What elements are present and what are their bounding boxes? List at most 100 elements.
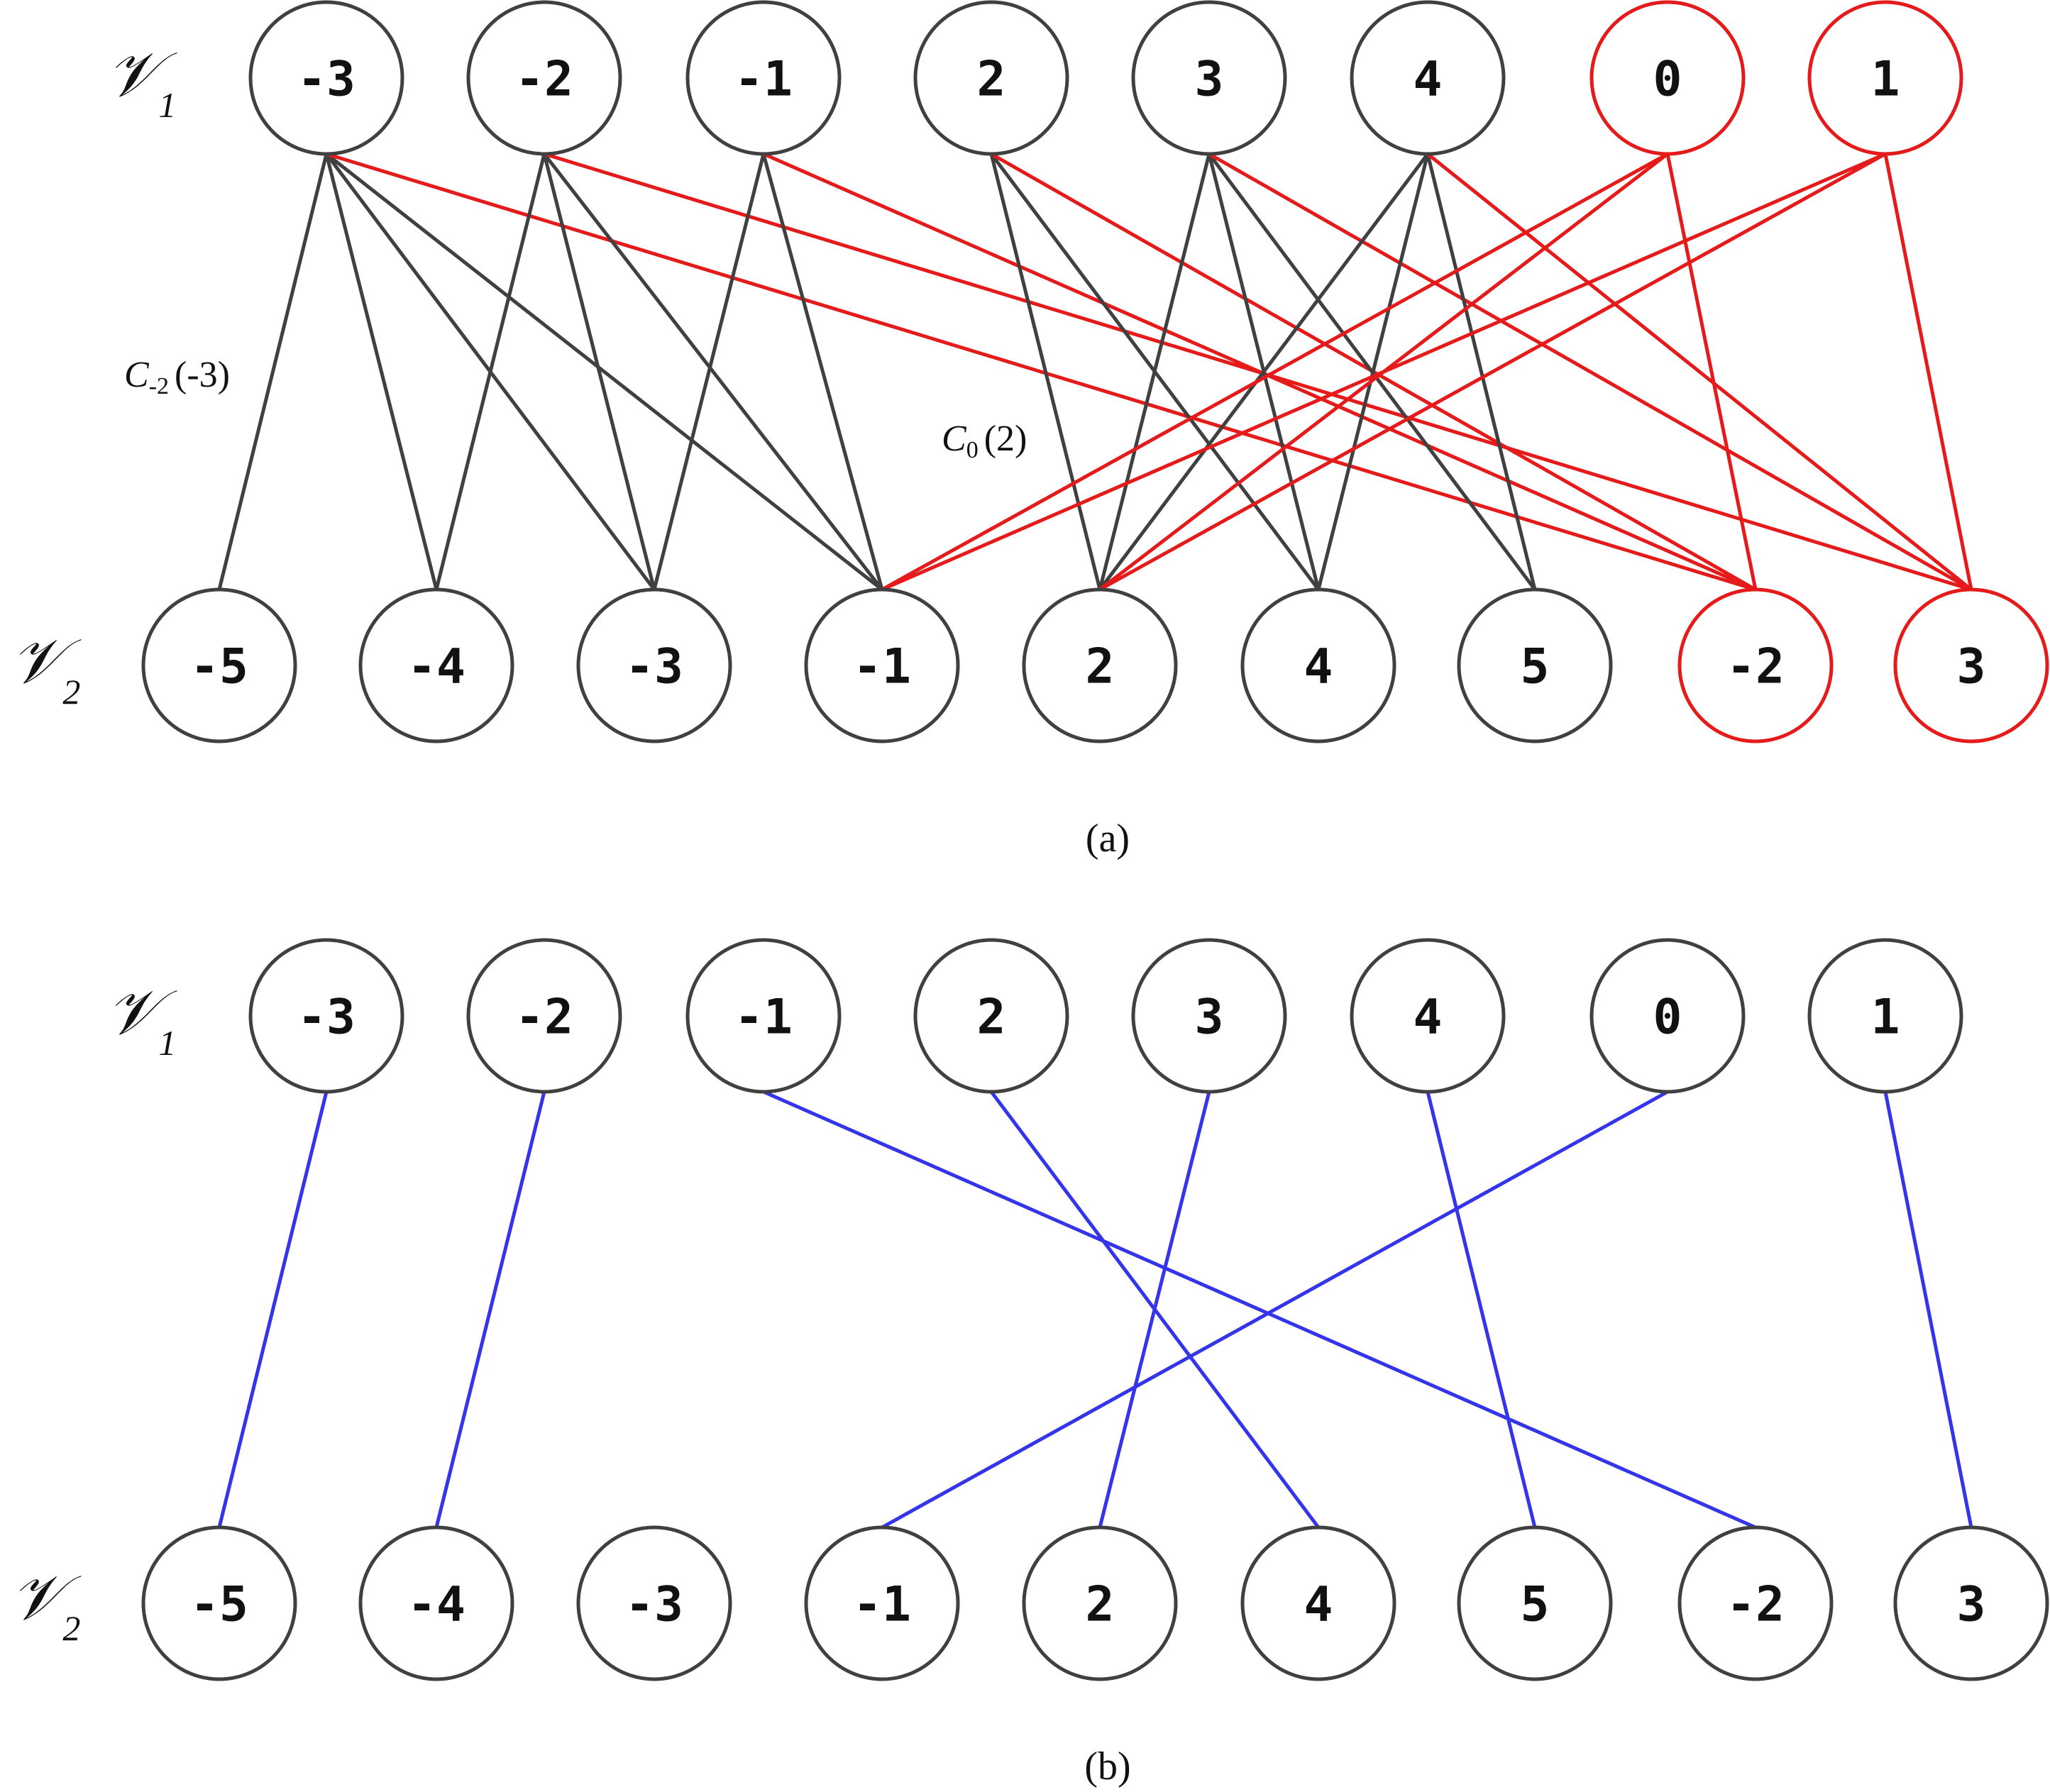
panel-a-edge-minus2-to-minus1	[543, 153, 883, 591]
panel-a-edge-4-to-5	[1426, 153, 1537, 590]
panel-b-edge-3-to-2	[1098, 1091, 1211, 1528]
panel-b-v1-node-minus3: -3	[248, 938, 404, 1094]
panel-a-v2-node-label: 2	[1086, 639, 1115, 695]
panel-b-edges	[217, 1090, 1973, 1530]
panel-b-v2-node-label: 5	[1521, 1577, 1550, 1633]
panel-b-v2-label: 𝒱2	[11, 1564, 82, 1648]
panel-a-edge-0-to-minus2	[1665, 153, 1758, 590]
panel-b-v1-node-circle	[1589, 938, 1746, 1094]
panel-b-v2-node-circle	[141, 1525, 297, 1681]
panel-b-v2-node-5: 5	[1457, 1525, 1613, 1681]
panel-b-v1-node-label: 3	[1195, 990, 1224, 1046]
panel-a-v1-node-3: 3	[1131, 0, 1287, 156]
panel-b-v2-node-label: -3	[625, 1577, 683, 1633]
panel-a-v2-node-label: 5	[1521, 639, 1550, 695]
panel-b-v1-node-circle	[466, 938, 622, 1094]
panel-a-v2-node-circle	[1022, 587, 1178, 743]
panel-a-v2-label: 𝒱2	[11, 628, 82, 712]
panel-b-v1-node-label: 2	[977, 990, 1006, 1046]
panel-a-v1-node-circle	[1589, 0, 1746, 156]
panel-b-v2-node-label: -1	[853, 1577, 911, 1633]
panel-a-v2-node-label: -3	[625, 639, 683, 695]
panel-a-v2-node-label: -5	[190, 639, 248, 695]
panel-b-v1-node-0: 0	[1589, 938, 1746, 1094]
panel-a-edge-0-to-minus1	[881, 152, 1669, 592]
panel-a-edge-minus1-to-minus3	[652, 153, 766, 590]
panel-b-v2-node-minus1: -1	[804, 1525, 960, 1681]
panel-b-v2-node-4: 4	[1240, 1525, 1396, 1681]
panel-b-v2-node-2: 2	[1022, 1525, 1178, 1681]
panel-b-v2-node-label: 2	[1086, 1577, 1115, 1633]
panel-a-v1-node-4: 4	[1350, 0, 1506, 156]
panel-a-v1-node-circle	[913, 0, 1069, 156]
panel-b-v2-node-label: -2	[1726, 1577, 1785, 1633]
panel-a-v1-node-minus2: -2	[466, 0, 622, 156]
panel-a-v1-node-label: 1	[1871, 52, 1900, 108]
panel-a-caption: (a)	[1086, 817, 1130, 861]
panel-a-v2-node-label: 3	[1957, 639, 1986, 695]
panel-b-v1-node-label: -1	[734, 990, 793, 1046]
panel-a-v2-node-minus5: -5	[141, 587, 297, 743]
panel-a: C-2(-3) C0(2) -3 -2 -1 2 3 4 0 1 -5 -4 -3 -1 2 4 5 -2 3…	[11, 0, 2049, 861]
panel-a-v1-node-minus1: -1	[685, 0, 842, 156]
panel-a-edge-minus1-to-minus1	[761, 153, 884, 590]
panel-a-edge-4-to-2	[1098, 153, 1429, 591]
panel-a-v2-node-4: 4	[1240, 587, 1396, 743]
panel-a-v1-node-label: -1	[734, 52, 793, 108]
panel-b-v1-node-3: 3	[1131, 938, 1287, 1094]
panel-a-v1-node-circle	[1350, 0, 1506, 156]
panel-a-edge-1-to-2	[1098, 152, 1887, 592]
panel-b-v2-node-3: 3	[1893, 1525, 2049, 1681]
panel-a-v1-node-circle	[685, 0, 842, 156]
panel-a-v2-node-minus1: -1	[804, 587, 960, 743]
panel-b-v1-node-minus1: -1	[685, 938, 842, 1094]
panel-a-edge-4-to-3	[1426, 153, 1973, 591]
panel-b-v2-node-circle	[358, 1525, 514, 1681]
panel-a-v2-node-minus3: -3	[576, 587, 732, 743]
panel-a-annotations: C-2(-3) C0(2)	[124, 355, 1027, 463]
panel-a-v2-node-circle	[804, 587, 960, 743]
panel-a-v2-node-label: -1	[853, 639, 911, 695]
panel-b-v1-node-label: -3	[297, 990, 356, 1046]
panel-b-v2-node-label: 3	[1957, 1577, 1986, 1633]
panel-b-v1-node-circle	[1807, 938, 1963, 1094]
panel-b-v1-node-2: 2	[913, 938, 1069, 1094]
panel-b-v2-node-circle	[1677, 1525, 1834, 1681]
panel-a-v1-node-label: 4	[1413, 52, 1443, 108]
panel-b-edge-minus3-to-minus5	[217, 1091, 329, 1528]
panel-b-v1-label: 𝒱1	[106, 979, 177, 1063]
panel-a-v2-node-circle	[1240, 587, 1396, 743]
panel-a-v1-node-minus3: -3	[248, 0, 404, 156]
panel-a-edge-3-to-3	[1208, 152, 1973, 592]
panel-b-v1-node-circle	[1350, 938, 1506, 1094]
panel-b-v1-node-circle	[1131, 938, 1287, 1094]
panel-b-v1-node-label: -2	[515, 990, 573, 1046]
panel-b-v2-node-circle	[576, 1525, 732, 1681]
panel-a-edge-minus2-to-minus3	[542, 153, 656, 590]
panel-b-v2-node-minus4: -4	[358, 1525, 514, 1681]
annotation-c-0: C0(2)	[942, 419, 1027, 463]
panel-a-edge-1-to-minus1	[881, 152, 1886, 592]
panel-a-v1-node-0: 0	[1589, 0, 1746, 156]
panel-b-v2-node-circle	[804, 1525, 960, 1681]
panel-a-v2-node-5: 5	[1457, 587, 1613, 743]
panel-a-v2-node-label: -2	[1726, 639, 1785, 695]
panel-b-caption: (b)	[1084, 1744, 1130, 1788]
panel-a-v2-node-circle	[1893, 587, 2049, 743]
panel-a-v2-node-2: 2	[1022, 587, 1178, 743]
panel-b-v1-node-circle	[248, 938, 404, 1094]
panel-b-v2-node-label: -5	[190, 1577, 248, 1633]
panel-a-v2-nodes: -5 -4 -3 -1 2 4 5 -2 3	[141, 587, 2049, 743]
panel-a-v1-node-label: 0	[1653, 52, 1682, 108]
panel-a-v2-node-label: -4	[407, 639, 465, 695]
panel-b-v1-node-minus2: -2	[466, 938, 622, 1094]
panel-a-v2-node-circle	[141, 587, 297, 743]
panel-b-v1-node-4: 4	[1350, 938, 1506, 1094]
panel-b-edge-minus2-to-minus4	[434, 1091, 546, 1528]
panel-b-v2-node-minus5: -5	[141, 1525, 297, 1681]
panel-a-edge-minus2-to-minus4	[434, 153, 546, 590]
panel-a-v2-node-circle	[576, 587, 732, 743]
panel-a-edges	[217, 152, 1973, 592]
